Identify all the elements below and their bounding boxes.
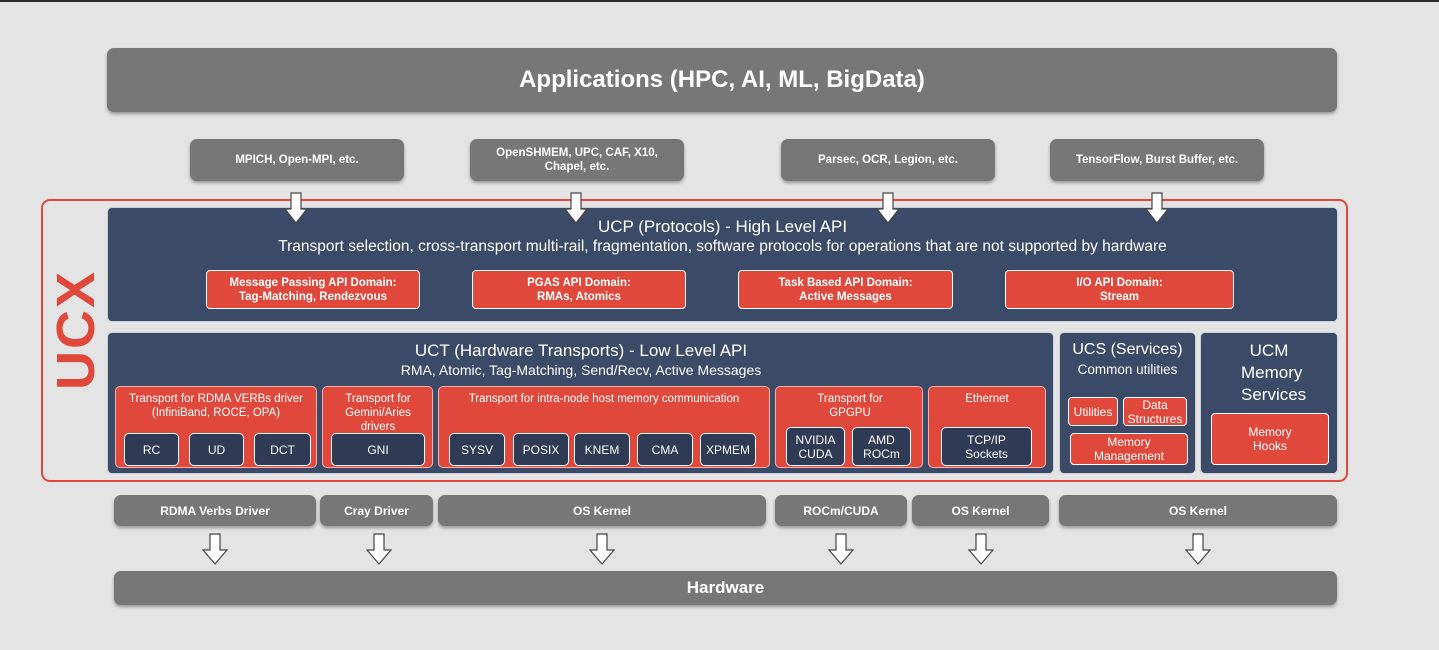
driver-label: OS Kernel	[951, 503, 1010, 518]
domain-line1: I/O API Domain:	[1076, 276, 1163, 289]
ucm-title: UCM Memory Services	[1241, 341, 1307, 404]
framework-label: TensorFlow, Burst Buffer, etc.	[1075, 154, 1239, 166]
driver-label: Cray Driver	[344, 503, 409, 518]
ucs-subtitle: Common utilities	[1077, 362, 1178, 377]
uct-group-gpgpu: Transport for GPGPU NVIDIA CUDA AMD ROCm	[775, 386, 923, 468]
uct-title: UCT (Hardware Transports) - Low Level AP…	[414, 341, 748, 360]
uct-block: UCT (Hardware Transports) - Low Level AP…	[107, 332, 1054, 474]
ucs-memory-management: Memory Management	[1070, 433, 1188, 465]
transport-posix: POSIX	[513, 433, 569, 466]
transport-dct: DCT	[254, 433, 311, 466]
framework-label: OpenSHMEM, UPC, CAF, X10, Chapel, etc.	[496, 147, 658, 173]
ucx-label: UCX	[45, 269, 106, 391]
uct-subtitle: RMA, Atomic, Tag-Matching, Send/Recv, Ac…	[400, 362, 762, 378]
framework-box-pgas: OpenSHMEM, UPC, CAF, X10, Chapel, etc.	[470, 139, 684, 181]
domain-line2: RMAs, Atomics	[537, 290, 621, 303]
arrow-down-icon	[589, 533, 615, 565]
transport-ud: UD	[189, 433, 244, 466]
arrow-down-icon	[564, 192, 588, 224]
uct-group-label: Transport for GPGPU	[817, 393, 883, 419]
uct-group-gemini: Transport for Gemini/Aries drivers GNI	[322, 386, 433, 468]
ucp-domain-message-passing: Message Passing API Domain: Tag-Matching…	[206, 270, 420, 309]
ucp-domain-pgas: PGAS API Domain: RMAs, Atomics	[472, 270, 686, 309]
transport-amd-rocm: AMD ROCm	[852, 427, 911, 466]
framework-label: Parsec, OCR, Legion, etc.	[818, 154, 958, 166]
transport-cma: CMA	[637, 433, 693, 466]
ucp-title: UCP (Protocols) - High Level API	[597, 217, 848, 236]
ucs-title: UCS (Services)	[1072, 341, 1183, 358]
uct-group-rdma: Transport for RDMA VERBs driver (InfiniB…	[115, 386, 317, 468]
arrow-down-icon	[1185, 533, 1211, 565]
arrow-down-icon	[1145, 192, 1169, 224]
ucp-subtitle: Transport selection, cross-transport mul…	[278, 238, 1167, 255]
uct-group-ethernet: Ethernet TCP/IP Sockets	[928, 386, 1046, 468]
transport-rc: RC	[124, 433, 179, 466]
driver-label: OS Kernel	[1168, 503, 1228, 518]
driver-label: RDMA Verbs Driver	[160, 503, 270, 518]
applications-label: Applications (HPC, AI, ML, BigData)	[519, 66, 925, 93]
top-border	[0, 0, 1439, 2]
transport-knem: KNEM	[574, 433, 630, 466]
domain-line2: Stream	[1100, 290, 1139, 303]
domain-line1: Task Based API Domain:	[778, 276, 913, 289]
ucs-block: UCS (Services) Common utilities Utilitie…	[1059, 332, 1196, 474]
transport-nvidia-cuda: NVIDIA CUDA	[786, 427, 845, 466]
arrow-down-icon	[366, 533, 392, 565]
ucx-frame	[41, 199, 1348, 482]
applications-bar: Applications (HPC, AI, ML, BigData)	[107, 48, 1337, 112]
transport-sysv: SYSV	[449, 433, 505, 466]
domain-line2: Tag-Matching, Rendezvous	[238, 290, 388, 303]
driver-rdma-verbs: RDMA Verbs Driver	[114, 495, 316, 526]
domain-line1: PGAS API Domain:	[527, 276, 631, 289]
ucs-utilities: Utilities	[1068, 397, 1118, 426]
framework-box-io: TensorFlow, Burst Buffer, etc.	[1050, 139, 1264, 181]
arrow-down-icon	[202, 533, 228, 565]
framework-box-task: Parsec, OCR, Legion, etc.	[781, 139, 995, 181]
arrow-down-icon	[284, 192, 308, 224]
domain-line1: Message Passing API Domain:	[229, 276, 397, 289]
driver-label: OS Kernel	[572, 503, 632, 518]
ucp-block: UCP (Protocols) - High Level API Transpo…	[107, 207, 1338, 322]
arrow-down-icon	[968, 533, 994, 565]
hardware-label: Hardware	[686, 578, 765, 597]
driver-rocm-cuda: ROCm/CUDA	[775, 495, 907, 526]
domain-line2: Active Messages	[799, 290, 892, 303]
transport-tcp-ip: TCP/IP Sockets	[941, 427, 1032, 466]
transport-gni: GNI	[331, 433, 425, 466]
ucp-domain-io: I/O API Domain: Stream	[1005, 270, 1234, 309]
ucs-data-structures: Data Structures	[1123, 397, 1187, 426]
driver-os-kernel-services: OS Kernel	[1059, 495, 1337, 526]
arrow-down-icon	[876, 192, 900, 224]
framework-label: MPICH, Open-MPI, etc.	[235, 154, 359, 166]
uct-group-intranode: Transport for intra-node host memory com…	[438, 386, 770, 468]
uct-group-label: Transport for RDMA VERBs driver (InfiniB…	[128, 393, 304, 419]
driver-cray: Cray Driver	[320, 495, 433, 526]
uct-group-label: Ethernet	[965, 393, 1009, 405]
arrow-down-icon	[828, 533, 854, 565]
ucm-memory-hooks: Memory Hooks	[1211, 413, 1329, 465]
driver-os-kernel-ethernet: OS Kernel	[912, 495, 1049, 526]
hardware-bar: Hardware	[114, 571, 1337, 605]
driver-os-kernel-host: OS Kernel	[438, 495, 766, 526]
ucp-domain-task: Task Based API Domain: Active Messages	[738, 270, 953, 309]
framework-box-mpi: MPICH, Open-MPI, etc.	[190, 139, 404, 181]
driver-label: ROCm/CUDA	[803, 503, 879, 518]
uct-group-label: Transport for Gemini/Aries drivers	[345, 393, 411, 433]
ucm-block: UCM Memory Services Memory Hooks	[1200, 332, 1338, 474]
uct-group-label: Transport for intra-node host memory com…	[468, 393, 740, 405]
transport-xpmem: XPMEM	[700, 433, 756, 466]
